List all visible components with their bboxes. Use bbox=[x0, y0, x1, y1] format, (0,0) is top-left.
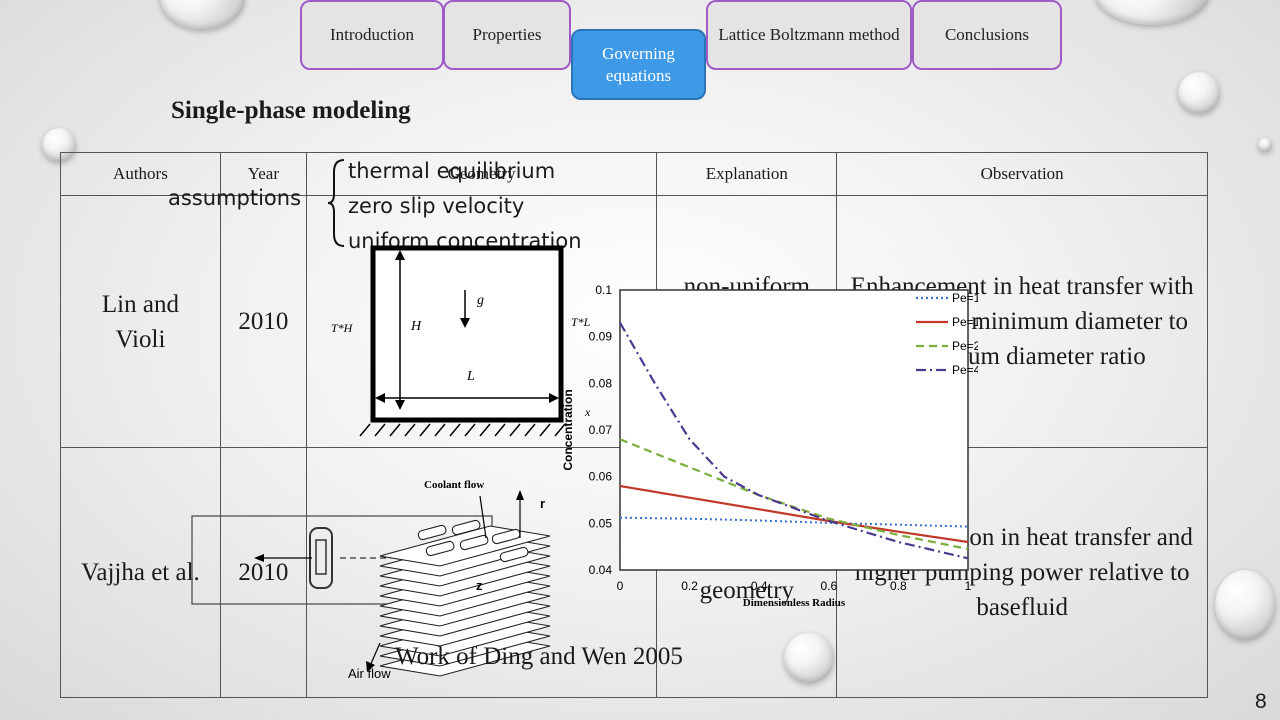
tab-properties[interactable]: Properties bbox=[443, 0, 571, 70]
x-tick-label: 0.6 bbox=[820, 579, 837, 593]
y-tick-label: 0.04 bbox=[589, 563, 613, 577]
header-explanation: Explanation bbox=[656, 152, 838, 196]
y-tick-label: 0.06 bbox=[589, 470, 613, 484]
heat-sink-figure: Coolant flow r z Air flow bbox=[191, 479, 551, 681]
assumptions-label: assumptions bbox=[168, 186, 302, 210]
cell-year: 2010 bbox=[219, 195, 307, 448]
figure-caption: Work of Ding and Wen 2005 bbox=[395, 643, 683, 670]
water-drop bbox=[1258, 138, 1272, 152]
cell-authors: Vajjha et al. bbox=[60, 447, 221, 698]
x-tick-label: 0 bbox=[617, 579, 624, 593]
cavity-label-th: T*H bbox=[331, 321, 354, 335]
assumptions-list: thermal equilibrium zero slip velocity u… bbox=[348, 154, 582, 259]
cell-authors: Lin and Violi bbox=[60, 195, 221, 448]
series-line bbox=[619, 516, 969, 528]
concentration-chart: 0.04 0.05 0.06 0.07 0.08 0.09 0.1 0 0.2 0.4 0.6 0.8… bbox=[561, 283, 978, 609]
water-drop bbox=[1215, 570, 1275, 640]
tab-conclusions[interactable]: Conclusions bbox=[912, 0, 1062, 70]
legend-label: Pe=10 bbox=[952, 315, 978, 329]
x-tick-label: 1 bbox=[965, 579, 972, 593]
tab-lattice-boltzmann[interactable]: Lattice Boltzmann method bbox=[706, 0, 912, 70]
cavity-label-g: g bbox=[477, 293, 484, 308]
coolant-flow-label: Coolant flow bbox=[424, 479, 484, 491]
cavity-label-l: L bbox=[466, 369, 475, 384]
assumption-item: zero slip velocity bbox=[348, 194, 525, 218]
cell-year: 2010 bbox=[219, 447, 307, 698]
curly-brace-icon bbox=[327, 159, 345, 247]
cavity-label-x: x bbox=[584, 405, 591, 419]
page-number: 8 bbox=[1255, 690, 1267, 713]
tab-introduction[interactable]: Introduction bbox=[300, 0, 444, 70]
water-drop bbox=[160, 0, 245, 30]
x-tick-label: 0.2 bbox=[681, 579, 698, 593]
water-drop bbox=[1178, 72, 1220, 114]
axial-axis-label: z bbox=[476, 578, 483, 593]
cavity-geometry-figure: H L g T*H T*L x bbox=[331, 245, 591, 437]
y-tick-label: 0.09 bbox=[589, 330, 613, 344]
header-observation: Observation bbox=[836, 152, 1208, 196]
x-axis-label: Dimensionless Radius bbox=[743, 597, 846, 609]
y-axis-label: Concentration bbox=[561, 389, 575, 470]
x-tick-label: 0.8 bbox=[890, 579, 907, 593]
radial-axis-label: r bbox=[540, 496, 545, 511]
series-line bbox=[619, 322, 969, 560]
x-tick-label: 0.4 bbox=[751, 579, 768, 593]
slide-title: Single-phase modeling bbox=[171, 97, 411, 124]
series-line bbox=[619, 484, 969, 544]
y-tick-label: 0.08 bbox=[589, 376, 613, 390]
legend-label: Pe=40 bbox=[952, 363, 978, 377]
tab-governing-equations[interactable]: Governing equations bbox=[571, 29, 706, 100]
cavity-label-tl: T*L bbox=[571, 315, 591, 329]
header-authors: Authors bbox=[60, 152, 221, 196]
y-tick-label: 0.05 bbox=[589, 516, 613, 530]
legend-label: Pe=20 bbox=[952, 339, 978, 353]
plot-area bbox=[619, 289, 969, 571]
water-drop bbox=[1095, 0, 1210, 25]
cavity-label-h: H bbox=[410, 319, 422, 334]
legend-label: Pe=1 bbox=[952, 291, 978, 305]
y-tick-label: 0.1 bbox=[595, 283, 612, 297]
header-geometry: Geometry bbox=[305, 152, 658, 196]
assumption-item: thermal equilibrium bbox=[348, 159, 556, 183]
air-flow-label: Air flow bbox=[348, 666, 391, 681]
y-tick-label: 0.07 bbox=[589, 423, 613, 437]
